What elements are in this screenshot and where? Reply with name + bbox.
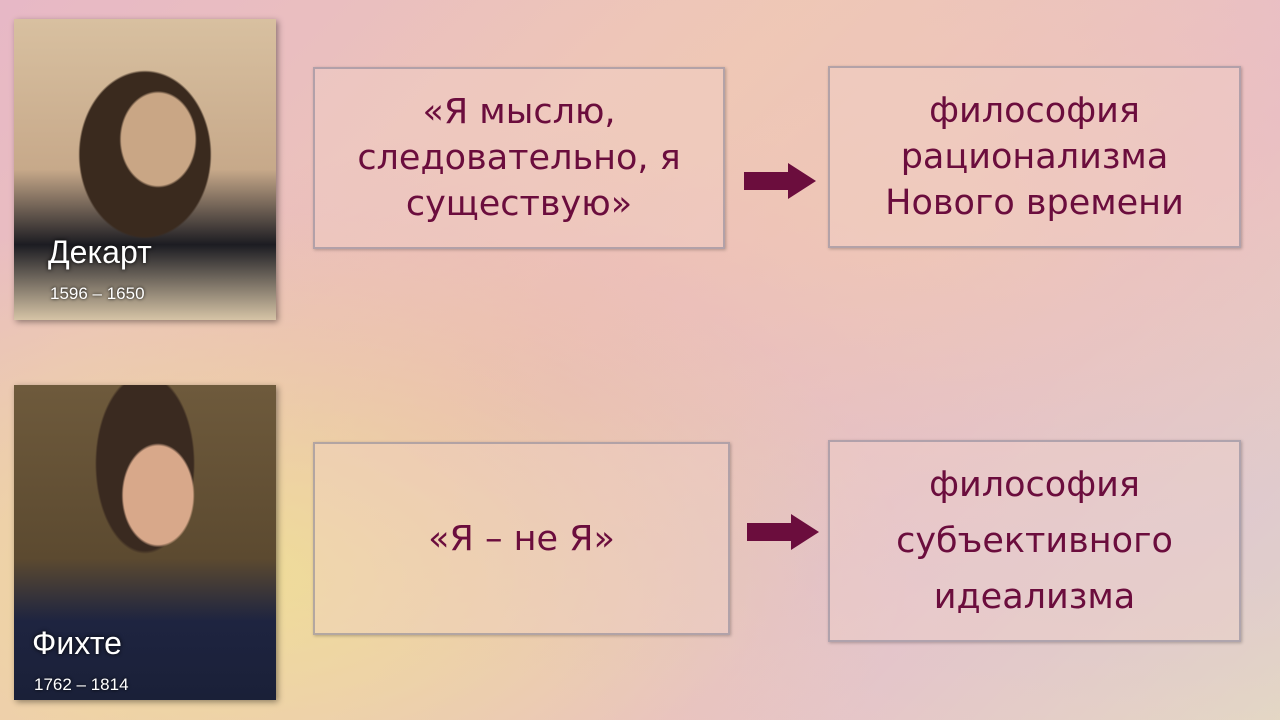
arrow-right-icon: [747, 514, 819, 550]
quote-box: «Я – не Я»: [313, 442, 730, 635]
result-box: философия рационализма Нового времени: [828, 66, 1241, 248]
philosopher-dates: 1762 – 1814: [34, 675, 129, 694]
fichte-portrait: Фихте 1762 – 1814: [14, 385, 276, 700]
philosopher-name: Декарт: [48, 234, 152, 270]
arrow-right-icon: [744, 163, 816, 199]
quote-box: «Я мыслю, следовательно, я существую»: [313, 67, 725, 249]
descartes-portrait: Декарт 1596 – 1650: [14, 19, 276, 320]
philosopher-dates: 1596 – 1650: [50, 284, 145, 303]
philosopher-name: Фихте: [32, 625, 122, 661]
result-box: философия субъективного идеализма: [828, 440, 1241, 642]
